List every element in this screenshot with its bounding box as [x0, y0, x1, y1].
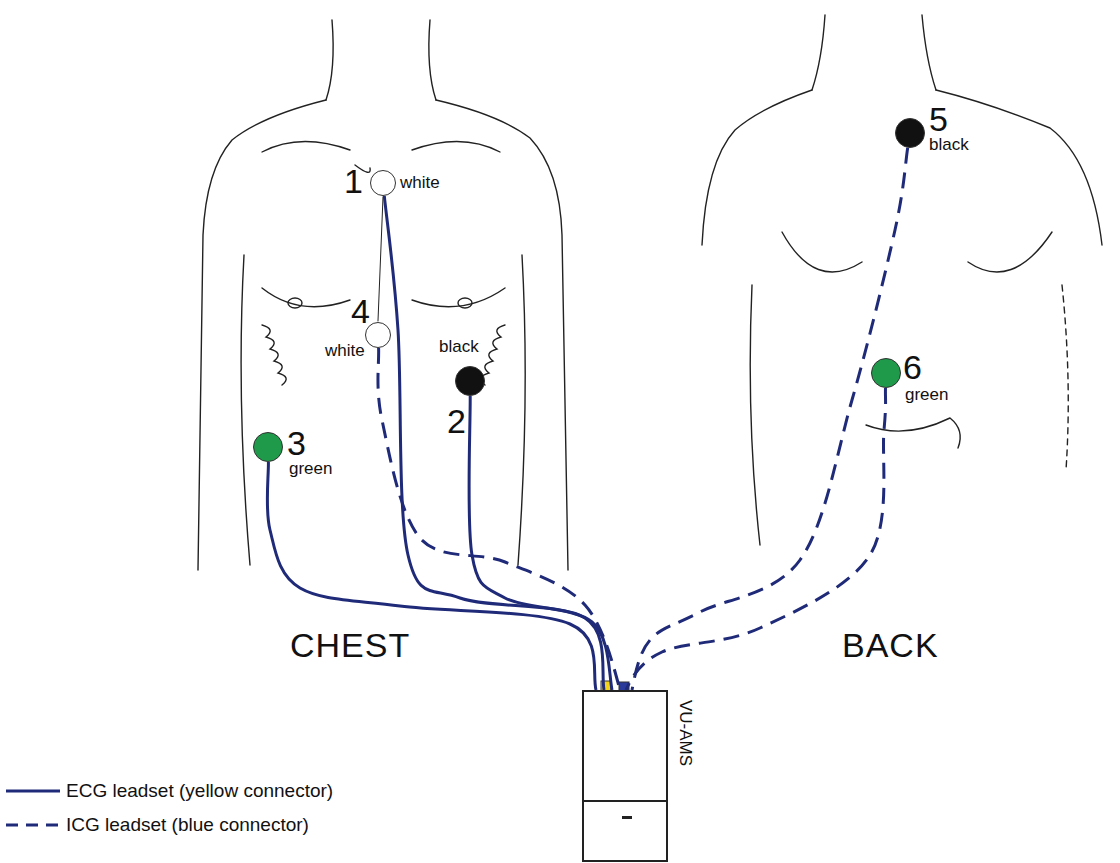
color-label: green [905, 386, 948, 403]
color-label: white [325, 342, 365, 359]
nipple [458, 298, 472, 308]
callout-number: 6 [903, 350, 922, 384]
neck-line [922, 15, 936, 90]
clavicle [262, 141, 350, 152]
lower-rib [866, 418, 960, 448]
electrode: 4white [365, 322, 391, 348]
color-label: black [929, 136, 969, 153]
ecg-lead-wire [267, 462, 596, 690]
icg-lead-wire [632, 148, 908, 690]
callout-number: 5 [929, 102, 948, 136]
torso-outline [436, 100, 568, 570]
sternum-line [378, 197, 383, 321]
electrode: 3green [253, 432, 283, 462]
electrode: 6green [871, 358, 901, 388]
back-outline [936, 90, 1102, 245]
electrode: 1white [370, 170, 396, 196]
electrode: 2black [455, 366, 485, 396]
back-outline [702, 90, 812, 245]
color-label: white [400, 174, 440, 191]
callout-number: 2 [447, 404, 466, 438]
pectoral [262, 288, 350, 307]
device-name: VU-AMS [677, 700, 694, 766]
legend-text: ICG leadset (blue connector) [66, 815, 309, 834]
color-label: black [439, 338, 479, 355]
clavicle [412, 141, 500, 152]
electrode: 5black [895, 118, 925, 148]
ecg-lead-wire [384, 196, 604, 690]
callout-number: 1 [344, 164, 363, 198]
arm-line [518, 255, 525, 565]
neck-line [326, 20, 333, 100]
device-slot [622, 816, 632, 819]
torso-outline [198, 100, 326, 570]
legend-solid-sample [6, 790, 60, 793]
legend-dashed-sample [6, 824, 60, 827]
scapula [782, 232, 862, 272]
arm-line [750, 285, 760, 545]
region-label: BACK [842, 628, 939, 662]
ribs [262, 325, 286, 385]
arm-line [1062, 285, 1068, 470]
legend-text: ECG leadset (yellow connector) [66, 781, 333, 800]
callout-number: 3 [287, 426, 306, 460]
recorder-device: VU-AMS [582, 690, 668, 862]
scapula [968, 232, 1052, 272]
callout-number: 4 [351, 294, 370, 328]
neck-line [429, 20, 436, 100]
nipple [288, 298, 302, 308]
icg-lead-wire [378, 348, 620, 690]
color-label: green [289, 460, 332, 477]
region-label: CHEST [290, 628, 410, 662]
neck-line [812, 15, 825, 90]
arm-line [241, 255, 250, 565]
device-divider [584, 800, 666, 802]
